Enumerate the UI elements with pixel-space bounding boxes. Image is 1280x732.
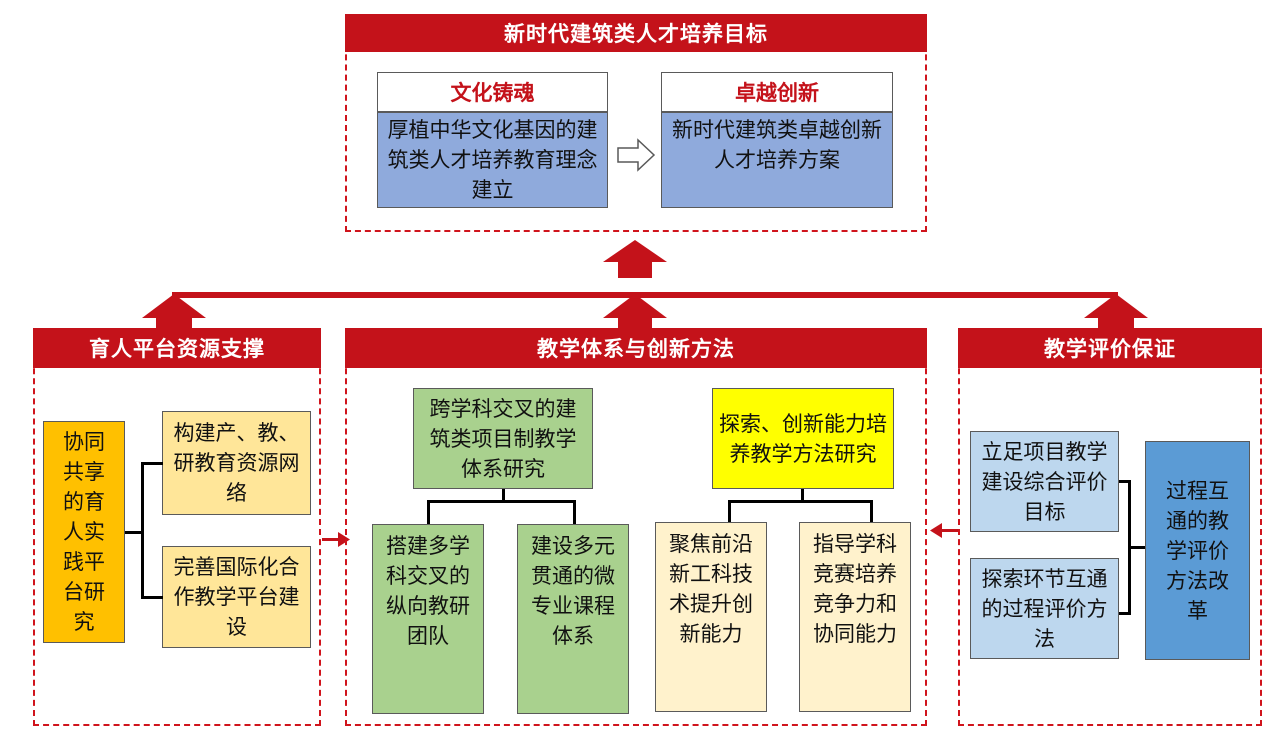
innovation-head: 卓越创新 <box>661 72 893 112</box>
connector <box>427 500 430 524</box>
method-item-1: 聚焦前沿新工科技术提升创新能力 <box>655 522 767 712</box>
evaluation-item-2: 探索环节互通的过程评价方法 <box>970 558 1119 659</box>
platform-item-2: 完善国际化合作教学平台建设 <box>162 546 311 648</box>
curriculum-item-1: 搭建多学科交叉的纵向教研团队 <box>372 524 484 714</box>
left-panel-title: 育人平台资源支撑 <box>33 328 321 368</box>
connector <box>502 489 505 502</box>
platform-main-box: 协同共享的育人实践平台研究 <box>43 421 125 643</box>
connector <box>1119 480 1131 483</box>
up-arrow-left <box>142 294 206 330</box>
top-panel-title: 新时代建筑类人才培养目标 <box>345 14 927 52</box>
curriculum-item-2: 建设多元贯通的微专业课程体系 <box>517 524 629 714</box>
connector <box>870 500 873 522</box>
arrow-right-to-center-head <box>930 523 942 538</box>
connector <box>1128 546 1145 549</box>
connector <box>125 531 143 534</box>
method-item-2: 指导学科竞赛培养竞争力和协同能力 <box>799 522 911 712</box>
center-panel-title: 教学体系与创新方法 <box>345 328 927 368</box>
evaluation-main-box: 过程互通的教学评价方法改革 <box>1145 441 1250 660</box>
curriculum-head-box: 跨学科交叉的建筑类项目制教学体系研究 <box>413 388 593 489</box>
arrow-left-to-center-line <box>322 538 340 541</box>
hollow-right-arrow <box>617 138 656 172</box>
connector-bar <box>172 292 1118 298</box>
arrow-left-to-center-head <box>338 532 350 547</box>
connector <box>141 463 144 599</box>
culture-body: 厚植中华文化基因的建筑类人才培养教育理念建立 <box>377 112 608 208</box>
connector <box>141 596 163 599</box>
platform-item-1: 构建产、教、研教育资源网络 <box>162 411 311 515</box>
connector <box>427 500 575 503</box>
culture-head: 文化铸魂 <box>377 72 608 112</box>
connector <box>141 462 163 465</box>
connector <box>1119 612 1131 615</box>
connector <box>728 500 873 503</box>
up-arrow-main <box>603 240 667 278</box>
innovation-body: 新时代建筑类卓越创新人才培养方案 <box>661 112 893 208</box>
method-head-box: 探索、创新能力培养教学方法研究 <box>712 388 894 489</box>
connector <box>573 500 576 524</box>
connector <box>728 500 731 522</box>
arrow-right-to-center-line <box>940 529 958 532</box>
evaluation-item-1: 立足项目教学建设综合评价目标 <box>970 431 1119 532</box>
right-panel-title: 教学评价保证 <box>958 328 1262 368</box>
connector <box>801 489 804 502</box>
up-arrow-right <box>1084 294 1148 330</box>
up-arrow-center <box>603 294 667 330</box>
